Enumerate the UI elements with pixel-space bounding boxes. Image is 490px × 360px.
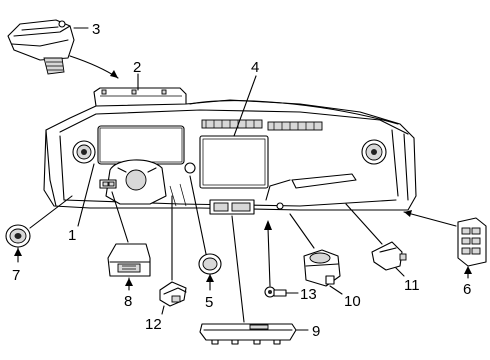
dashboard-body bbox=[43, 99, 417, 215]
part-6-switch-panel bbox=[457, 217, 487, 267]
part-3-airbag-module bbox=[7, 19, 75, 75]
part-12-connector bbox=[159, 281, 187, 307]
callout-12: 12 bbox=[145, 316, 162, 333]
callout-5: 5 bbox=[205, 294, 213, 311]
part-9-lower-trim bbox=[199, 323, 297, 345]
arrowhead-8 bbox=[125, 278, 133, 286]
leader-6a bbox=[403, 211, 457, 227]
leader-10 bbox=[329, 285, 343, 295]
leader-11 bbox=[395, 267, 405, 277]
leader-8a bbox=[111, 191, 129, 243]
arrowhead-13a bbox=[264, 220, 272, 230]
arrowhead-3 bbox=[110, 70, 118, 78]
leader-11a bbox=[345, 203, 383, 245]
callout-6: 6 bbox=[463, 281, 471, 298]
leader-12 bbox=[161, 305, 165, 315]
part-13-sensor bbox=[264, 286, 287, 298]
part-8-switch-housing bbox=[107, 243, 151, 277]
leader-13a bbox=[267, 227, 271, 287]
leader-5a bbox=[189, 175, 207, 255]
leader-10a bbox=[289, 213, 315, 249]
leader-1 bbox=[77, 163, 95, 227]
callout-11: 11 bbox=[404, 277, 420, 294]
callout-8: 8 bbox=[124, 293, 132, 310]
part-11-bracket bbox=[371, 241, 407, 271]
arrowhead-7 bbox=[14, 248, 22, 256]
part-5-round-knob bbox=[198, 253, 222, 275]
part-7-round-vent bbox=[5, 224, 31, 248]
callout-4: 4 bbox=[251, 59, 259, 76]
leader-9a bbox=[231, 215, 245, 323]
part-10-ignition-switch bbox=[303, 249, 341, 287]
callout-9: 9 bbox=[312, 323, 320, 340]
leader-4 bbox=[233, 75, 257, 137]
leader-7a bbox=[29, 195, 73, 229]
arrowhead-6a bbox=[404, 210, 412, 217]
part-2-top-panel bbox=[93, 87, 187, 107]
callout-2: 2 bbox=[133, 59, 141, 76]
callout-1: 1 bbox=[68, 227, 76, 244]
callout-13: 13 bbox=[300, 286, 317, 303]
arrowhead-6 bbox=[464, 266, 472, 274]
arrowhead-5 bbox=[206, 274, 214, 282]
arrow-3-to-dash bbox=[69, 55, 119, 79]
callout-10: 10 bbox=[344, 293, 361, 310]
callout-3: 3 bbox=[92, 21, 100, 38]
callout-7: 7 bbox=[12, 267, 20, 284]
